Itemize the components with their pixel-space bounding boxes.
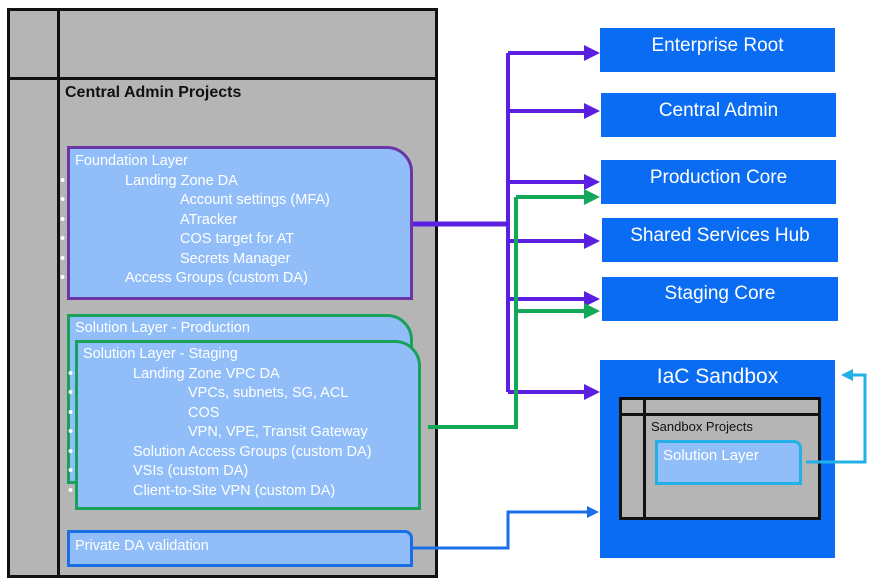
solution-deploy-arrows bbox=[428, 189, 600, 429]
foundation-layer-title: Foundation Layer bbox=[75, 153, 188, 169]
list-item: COS target for AT bbox=[60, 230, 410, 250]
central-admin-projects-title: Central Admin Projects bbox=[65, 84, 242, 101]
list-item: Client-to-Site VPN (custom DA) bbox=[68, 482, 418, 502]
solution-layer-staging-list: Landing Zone VPC DA VPCs, subnets, SG, A… bbox=[68, 365, 418, 502]
list-item: VSIs (custom DA) bbox=[68, 462, 418, 482]
list-item: Solution Access Groups (custom DA) bbox=[68, 443, 418, 463]
list-item: Secrets Manager bbox=[60, 250, 410, 270]
solution-trunk bbox=[428, 197, 518, 429]
list-item: Access Groups (custom DA) bbox=[60, 269, 410, 289]
account-production-core[interactable]: Production Core bbox=[601, 160, 836, 204]
list-item: Landing Zone DA bbox=[60, 172, 410, 192]
list-item: COS bbox=[68, 404, 418, 424]
list-item: Landing Zone VPC DA bbox=[68, 365, 418, 385]
list-item: VPCs, subnets, SG, ACL bbox=[68, 384, 418, 404]
account-staging-core[interactable]: Staging Core bbox=[602, 277, 838, 321]
sandbox-title: IaC Sandbox bbox=[656, 365, 779, 388]
frame-row-divider bbox=[7, 77, 438, 80]
solution-layer-staging-title: Solution Layer - Staging bbox=[83, 346, 238, 362]
account-label: Production Core bbox=[649, 167, 788, 188]
sandbox-projects-title: Sandbox Projects bbox=[651, 419, 753, 434]
sandbox-frame-row-divider bbox=[619, 413, 821, 416]
account-label: Shared Services Hub bbox=[630, 225, 810, 246]
private-da-validation-title: Private DA validation bbox=[75, 538, 209, 554]
account-central-admin[interactable]: Central Admin bbox=[601, 93, 836, 137]
list-item: ATracker bbox=[60, 211, 410, 231]
solution-layer-staging-project[interactable]: Solution Layer - Staging Landing Zone VP… bbox=[68, 340, 421, 510]
list-item: VPN, VPE, Transit Gateway bbox=[68, 423, 418, 443]
sandbox-solution-layer-title: Solution Layer bbox=[663, 447, 759, 464]
foundation-layer-list: Landing Zone DA Account settings (MFA) A… bbox=[60, 172, 410, 289]
frame-column-divider bbox=[57, 8, 60, 578]
foundation-deploy-arrows bbox=[413, 45, 600, 400]
sandbox-frame-column-divider bbox=[643, 397, 646, 520]
foundation-layer-project[interactable]: Foundation Layer Landing Zone DA Account… bbox=[60, 146, 413, 300]
account-label: Enterprise Root bbox=[651, 35, 784, 56]
account-enterprise-root[interactable]: Enterprise Root bbox=[600, 28, 835, 72]
account-shared-services-hub[interactable]: Shared Services Hub bbox=[602, 218, 838, 262]
account-label: Staging Core bbox=[664, 283, 776, 304]
sandbox-loop-arrow bbox=[806, 369, 867, 464]
list-item: Account settings (MFA) bbox=[60, 191, 410, 211]
sandbox-solution-layer-project[interactable]: Solution Layer bbox=[655, 440, 802, 485]
private-da-validation-project[interactable]: Private DA validation bbox=[67, 530, 413, 567]
private-da-arrow-to-sandbox bbox=[413, 506, 599, 550]
solution-layer-production-title: Solution Layer - Production bbox=[75, 320, 250, 336]
account-label: Central Admin bbox=[658, 100, 779, 121]
